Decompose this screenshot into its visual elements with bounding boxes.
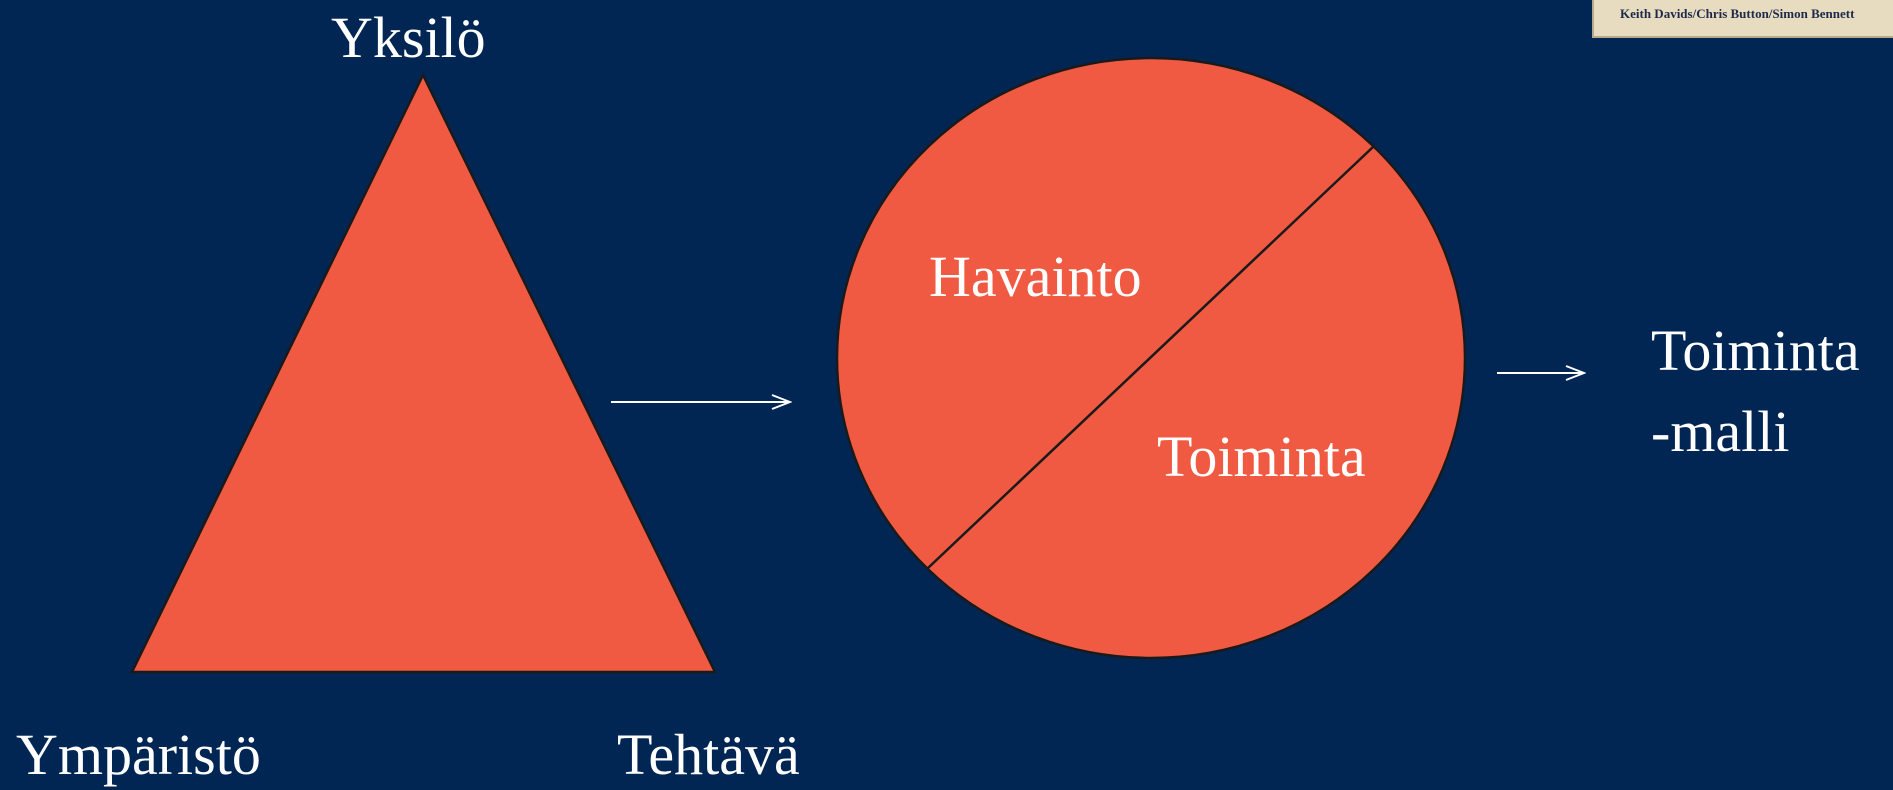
result-label-line1: Toiminta (1651, 318, 1860, 383)
constraints-triangle (130, 72, 718, 674)
result-label-line2: -malli (1651, 399, 1790, 464)
perception-action-divider (927, 146, 1374, 569)
triangle-bottom-left-label: Ympäristö (16, 722, 261, 787)
circle-lower-label: Toiminta (1157, 424, 1366, 489)
book-cover-fragment: Keith Davids/Chris Button/Simon Bennett (1592, 0, 1893, 38)
triangle-top-label: Yksilö (331, 5, 486, 70)
circle-upper-label: Havainto (929, 244, 1142, 309)
triangle-bottom-right-label: Tehtävä (617, 722, 800, 787)
book-authors-caption: Keith Davids/Chris Button/Simon Bennett (1620, 6, 1855, 21)
